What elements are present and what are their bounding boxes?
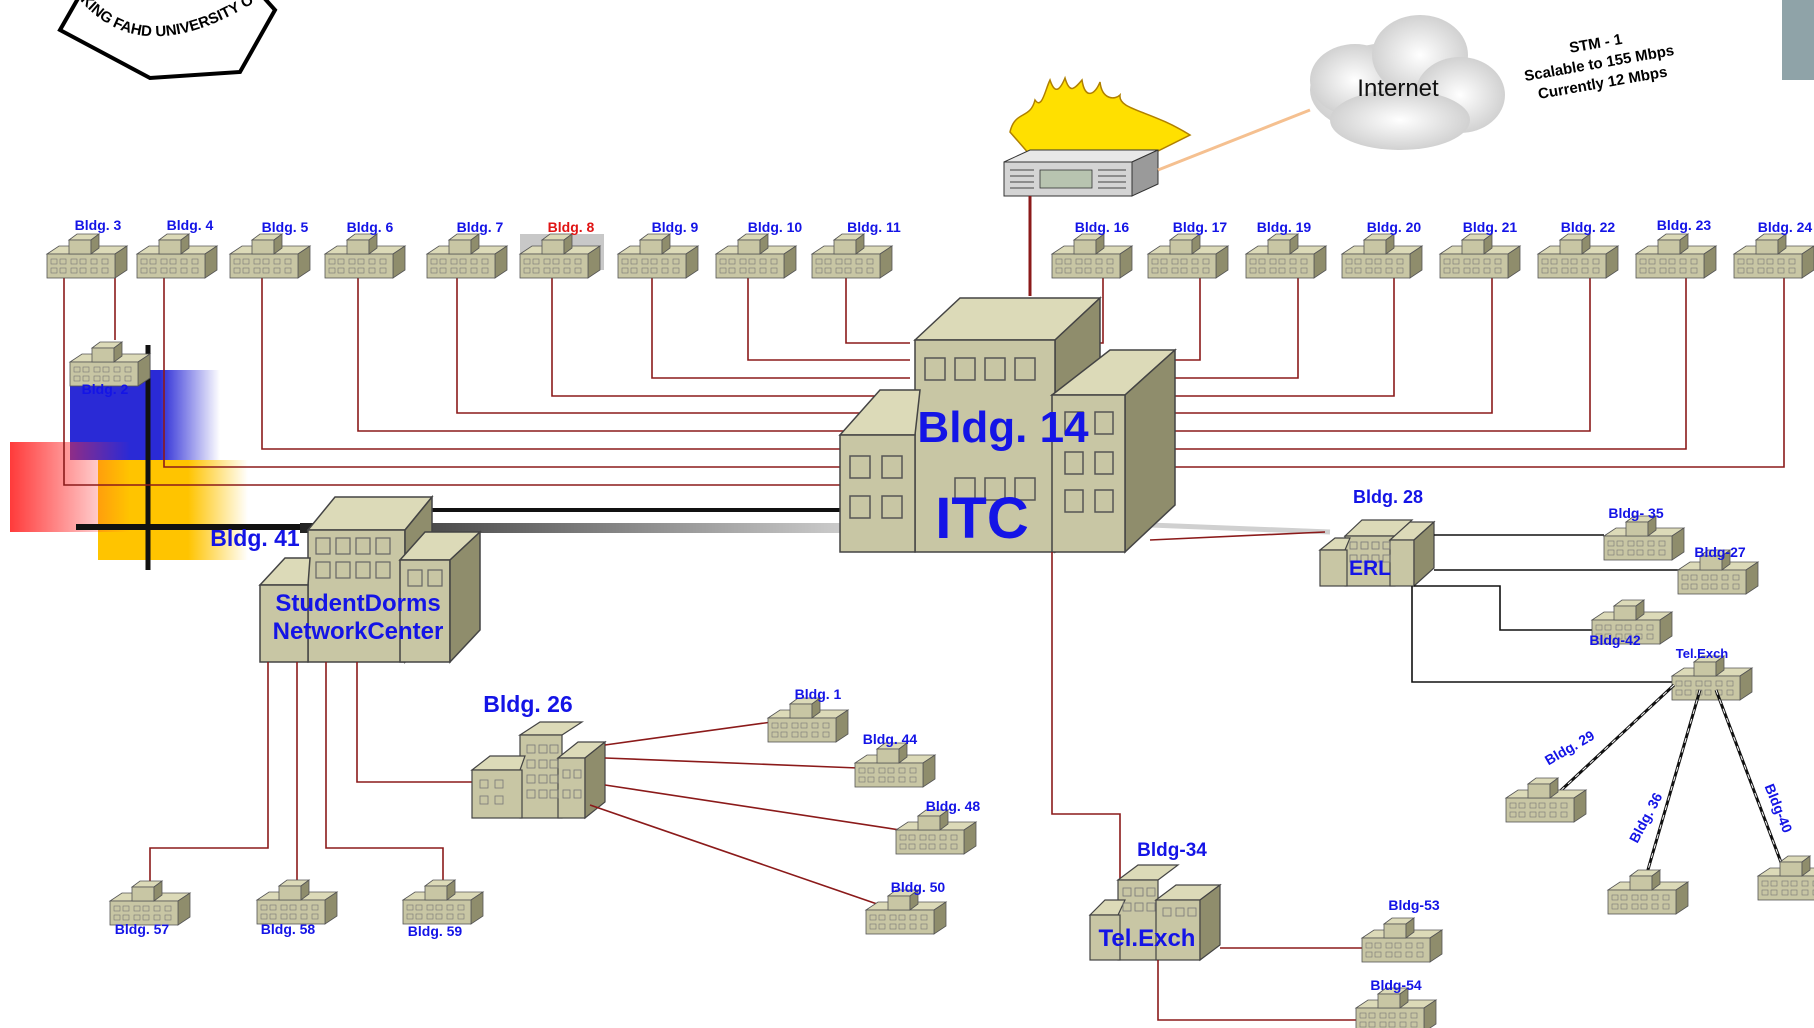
bldg-44-label: Bldg. 44 xyxy=(863,731,918,747)
telexch-links xyxy=(1554,683,1784,881)
dorms-label: Bldg. 41 xyxy=(210,525,300,551)
bldg-1-icon xyxy=(767,697,849,743)
internet-cloud-icon xyxy=(1310,15,1505,150)
top-bldg-label: Bldg. 6 xyxy=(347,219,394,235)
internet-link-caption: STM - 1 Scalable to 155 Mbps Currently 1… xyxy=(1523,31,1675,103)
bldg-54-icon xyxy=(1355,987,1437,1028)
top-bldg-label: Bldg. 10 xyxy=(748,219,803,235)
top-bldg-label: Bldg. 21 xyxy=(1463,219,1518,235)
top-bldg-label: Bldg. 19 xyxy=(1257,219,1312,235)
bldg-26-links xyxy=(589,721,901,906)
bldg-1-label: Bldg. 1 xyxy=(795,686,842,702)
bldg-28-inner: ERL xyxy=(1349,557,1391,580)
bldg-48-icon xyxy=(895,809,977,855)
top-bldg-label: Bldg. 3 xyxy=(75,217,122,233)
bldg-59-icon xyxy=(402,879,484,925)
hub-bldg28-link xyxy=(1149,531,1326,541)
bldg-54-label: Bldg-54 xyxy=(1370,977,1422,993)
bldg-34-links xyxy=(1157,947,1362,1021)
bldg-26-building xyxy=(470,721,607,820)
dorms-links xyxy=(149,662,475,895)
internet-link-line xyxy=(1157,108,1311,172)
top-bldg-label: Bldg. 20 xyxy=(1367,219,1422,235)
hub-subtitle: ITC xyxy=(935,486,1028,551)
top-bldg-label: Bldg. 4 xyxy=(167,217,214,233)
bldg-35-icon xyxy=(1603,515,1685,561)
top-building-icons xyxy=(46,233,1814,387)
bldg-57-label: Bldg. 57 xyxy=(115,921,170,937)
bldg-50-icon xyxy=(865,889,947,935)
bldg-28-links xyxy=(1411,534,1682,683)
bldg-26-label: Bldg. 26 xyxy=(483,691,572,717)
itc-hub-building xyxy=(838,296,1177,554)
bldg-44-icon xyxy=(854,742,936,788)
top-bldg-label: Bldg. 24 xyxy=(1758,219,1813,235)
bldg-28-label: Bldg. 28 xyxy=(1353,487,1423,507)
internet-label: Internet xyxy=(1357,75,1439,102)
top-bldg-label: Bldg. 23 xyxy=(1657,217,1712,233)
bldg-2-label: Bldg. 2 xyxy=(82,381,129,397)
bldg-29-label: Bldg. 29 xyxy=(1542,727,1597,768)
dorms-line2: NetworkCenter xyxy=(273,618,444,645)
bldg-58-icon xyxy=(256,879,338,925)
bldg-48-label: Bldg. 48 xyxy=(926,798,981,814)
bldg-35-label: Bldg- 35 xyxy=(1608,505,1663,521)
bldg-29-icon xyxy=(1505,777,1587,823)
top-bldg-label: Bldg. 11 xyxy=(847,219,901,235)
bldg-34-label: Bldg-34 xyxy=(1137,840,1207,861)
decorative-color-blocks xyxy=(10,345,420,570)
telexch-label: Tel.Exch xyxy=(1676,646,1729,661)
top-links xyxy=(63,270,1785,486)
top-bldg-label: Bldg. 9 xyxy=(652,219,699,235)
bldg-34-building xyxy=(1088,864,1222,962)
bldg-57-icon xyxy=(109,880,191,926)
university-logo: KING FAHD UNIVERSITY OF PETROLEUM & MINE… xyxy=(0,0,278,81)
top-bldg-label: Bldg. 5 xyxy=(262,219,309,235)
corner-photo xyxy=(1782,0,1814,80)
bldg-53-label: Bldg-53 xyxy=(1388,897,1440,913)
dorms-line1: StudentDorms xyxy=(275,590,440,617)
hub-name: Bldg. 14 xyxy=(917,403,1089,452)
bldg-50-label: Bldg. 50 xyxy=(891,879,946,895)
bldg-36-icon xyxy=(1607,869,1689,915)
bldg-40-icon xyxy=(1757,855,1814,901)
top-bldg-label: Bldg. 22 xyxy=(1561,219,1616,235)
bldg-59-label: Bldg. 59 xyxy=(408,923,463,939)
telexch-icon xyxy=(1671,655,1753,701)
top-bldg-label: Bldg. 17 xyxy=(1173,219,1228,235)
bldg-27-label: Bldg-27 xyxy=(1694,544,1746,560)
bldg-42-label: Bldg-42 xyxy=(1589,632,1641,648)
top-bldg-label: Bldg. 16 xyxy=(1075,219,1130,235)
dorms-building xyxy=(258,494,482,665)
top-bldg-label-highlight: Bldg. 8 xyxy=(548,219,595,235)
top-bldg-label: Bldg. 7 xyxy=(457,219,504,235)
bldg-36-label: Bldg. 36 xyxy=(1626,790,1666,846)
dorms-backbone-bar xyxy=(300,523,845,533)
hub-bldg34-link xyxy=(1051,552,1121,898)
bldg-58-label: Bldg. 58 xyxy=(261,921,316,937)
bldg-34-inner: Tel.Exch xyxy=(1099,925,1196,952)
firewall-icon xyxy=(1003,75,1192,197)
bldg-53-icon xyxy=(1361,917,1443,963)
bldg-28-building xyxy=(1318,519,1436,588)
